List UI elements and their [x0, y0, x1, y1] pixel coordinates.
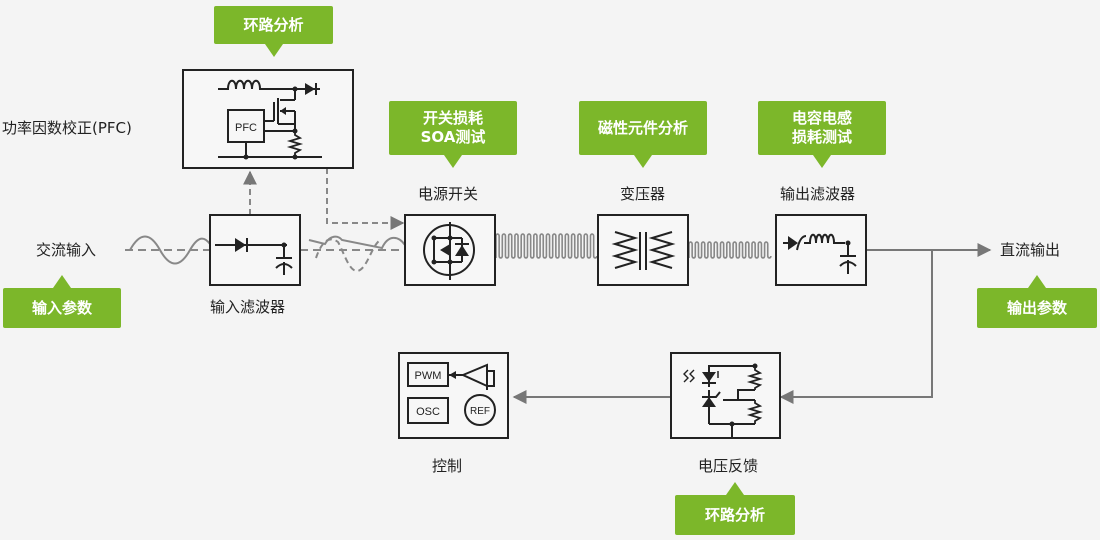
callout-switch-loss-line1: 开关损耗	[422, 109, 483, 127]
ac-sine-wave	[129, 235, 211, 265]
power-switch-block	[404, 214, 496, 286]
callout-switch-loss-line2: SOA测试	[420, 128, 486, 146]
output-filter-block	[775, 214, 867, 286]
callout-cap-ind-line2: 损耗测试	[791, 128, 852, 146]
callout-magnetic-text: 磁性元件分析	[597, 118, 688, 137]
control-block: PWM OSC REF	[398, 352, 509, 439]
power-switch-label: 电源开关	[418, 185, 479, 203]
callout-output-params-text: 输出参数	[1006, 298, 1067, 317]
callout-feedback-loop-analysis: 环路分析	[675, 482, 795, 535]
rectified-dashed-wave	[315, 238, 381, 272]
control-label: 控制	[432, 457, 463, 475]
voltage-feedback-label: 电压反馈	[698, 457, 759, 475]
transformer-block	[597, 214, 689, 286]
callout-feedback-loop-text: 环路分析	[704, 505, 765, 524]
feedback-branch-line	[779, 250, 933, 404]
pfc-block: PFC	[182, 69, 354, 169]
callout-cap-ind-loss: 电容电感 损耗测试	[758, 101, 886, 168]
callout-input-params: 输入参数	[3, 275, 121, 328]
output-filter-label: 输出滤波器	[780, 185, 856, 203]
pfc-label: 功率因数校正(PFC)	[2, 119, 132, 137]
ref-label: REF	[470, 406, 490, 417]
callout-pfc-loop-analysis: 环路分析	[214, 6, 333, 57]
rectified-wave	[308, 235, 406, 250]
ac-input-label: 交流输入	[36, 241, 97, 259]
transformer-to-filter-wave	[688, 241, 772, 259]
pwm-label: PWM	[415, 370, 442, 382]
switch-to-transformer-wave	[495, 233, 598, 259]
transformer-label: 变压器	[620, 185, 666, 203]
callout-switch-loss-soa: 开关损耗 SOA测试	[389, 101, 517, 168]
callout-cap-ind-line1: 电容电感	[791, 109, 852, 127]
input-filter-label: 输入滤波器	[210, 298, 286, 316]
voltage-feedback-block	[670, 352, 781, 439]
callout-output-params: 输出参数	[977, 275, 1097, 328]
dc-output-label: 直流输出	[1000, 241, 1061, 259]
pfc-chip-label: PFC	[235, 122, 257, 134]
callout-magnetic-analysis: 磁性元件分析	[579, 101, 707, 168]
osc-label: OSC	[416, 406, 440, 418]
pfc-to-switch-dashed-line	[326, 168, 405, 230]
callout-input-params-text: 输入参数	[31, 298, 92, 317]
callout-pfc-loop-text: 环路分析	[243, 15, 304, 34]
input-filter-block	[209, 214, 301, 286]
